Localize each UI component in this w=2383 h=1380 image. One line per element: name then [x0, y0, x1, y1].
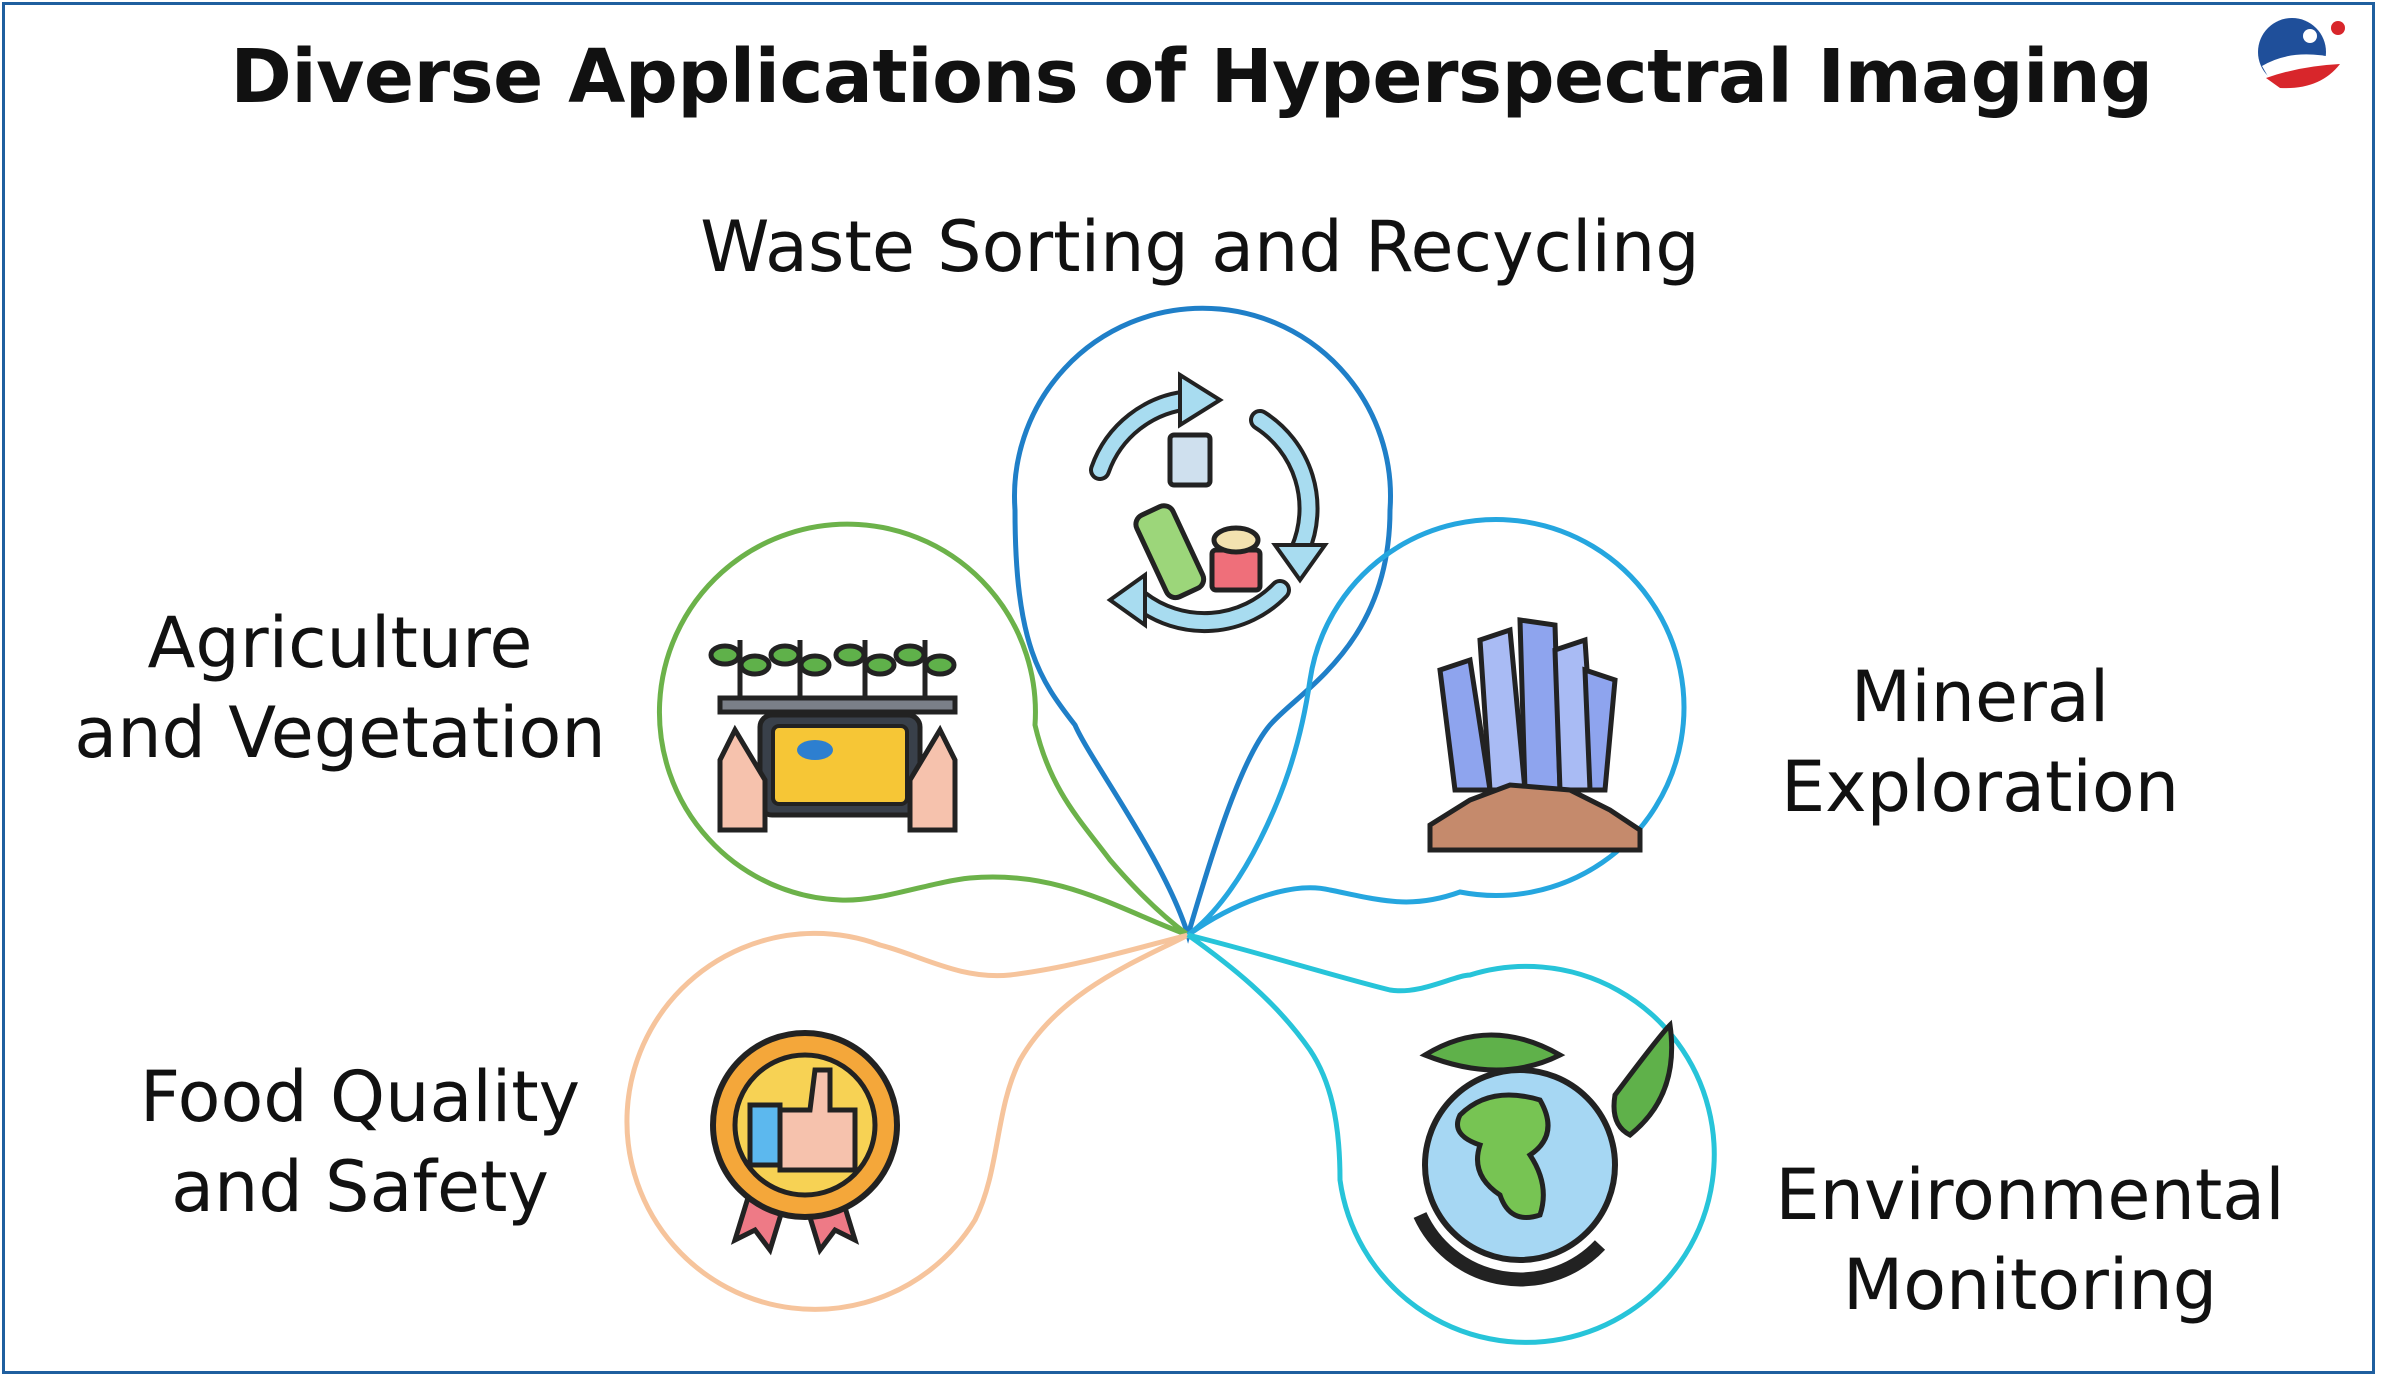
- label-waste-sorting: Waste Sorting and Recycling: [560, 202, 1840, 292]
- label-line: and Vegetation: [74, 692, 606, 774]
- label-line: and Safety: [171, 1146, 549, 1228]
- earth-leaves-icon: [1413, 1019, 1675, 1287]
- label-line: Environmental: [1775, 1154, 2285, 1236]
- petal-agri: [657, 521, 1190, 938]
- label-line: Food Quality: [139, 1056, 581, 1138]
- brand-logo-icon: [2258, 18, 2345, 89]
- label-line: Monitoring: [1842, 1244, 2218, 1326]
- label-environmental-monitoring: Environmental Monitoring: [1730, 1150, 2330, 1330]
- petal-waste: [1012, 305, 1393, 944]
- petal-mineral: [1186, 517, 1687, 938]
- page-title: Diverse Applications of Hyperspectral Im…: [230, 34, 2153, 120]
- petal-food: [624, 930, 1190, 1312]
- label-agriculture: Agriculture and Vegetation: [20, 598, 660, 778]
- label-line: Mineral: [1850, 656, 2110, 738]
- label-food-quality: Food Quality and Safety: [60, 1052, 660, 1232]
- label-line: Agriculture: [147, 602, 533, 684]
- label-mineral-exploration: Mineral Exploration: [1700, 652, 2260, 832]
- label-line: Waste Sorting and Recycling: [700, 206, 1700, 288]
- quality-badge-icon: [710, 1030, 900, 1256]
- crystal-icon: [1427, 617, 1643, 853]
- recycling-icon: [1089, 371, 1329, 634]
- petal-env: [1186, 932, 1717, 1345]
- label-line: Exploration: [1780, 746, 2180, 828]
- plant-tablet-icon: [708, 640, 958, 833]
